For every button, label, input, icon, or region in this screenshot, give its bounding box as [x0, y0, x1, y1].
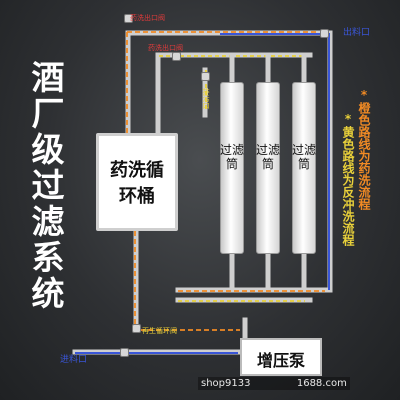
shop-watermark: shop9133 1688.com	[198, 377, 350, 390]
title-char: 级	[31, 130, 65, 169]
title-char: 过	[31, 166, 65, 205]
tank-label-line1: 药洗循	[110, 160, 164, 181]
pump-label: 增压泵	[256, 351, 305, 370]
title-char: 酒	[31, 58, 65, 97]
footer-start: shop9133	[201, 378, 251, 389]
tank-label-line2: 环桶	[119, 186, 155, 207]
note-yellow-backwash-route: *黄色路线为反冲洗流程	[341, 112, 355, 246]
title-char: 厂	[31, 94, 65, 133]
filter-cartridge-2: 过滤筒	[256, 82, 280, 254]
footer-tail: 1688.com	[296, 378, 347, 389]
wash-outlet-valve2-label: 药洗出口阀	[148, 44, 183, 52]
filter-label: 过滤筒	[256, 143, 281, 171]
wash-outlet-valve2-icon	[172, 52, 181, 61]
title-char: 统	[31, 274, 65, 313]
drain-label: 排污口	[202, 88, 210, 109]
booster-pump: 增压泵	[240, 338, 322, 376]
inlet-label: 进料口	[60, 355, 88, 365]
outlet-label: 出料口	[343, 28, 371, 38]
regen-valve-icon	[132, 324, 141, 333]
drain-valve-icon	[201, 72, 210, 81]
filter-cartridge-3: 过滤筒	[292, 82, 316, 254]
filter-label: 过滤筒	[220, 143, 245, 171]
title-char: 滤	[31, 202, 65, 241]
title-char: 系	[31, 238, 65, 277]
note-orange-wash-route: *橙色路线为药洗流程	[357, 88, 371, 210]
wash-circulation-tank: 药洗循 环桶	[96, 133, 178, 231]
system-title: 酒 厂 级 过 滤 系 统	[30, 60, 66, 312]
filter-label: 过滤筒	[292, 143, 317, 171]
tank-label: 药洗循 环桶	[99, 158, 175, 210]
inlet-valve-icon	[120, 348, 129, 357]
wash-outlet-valve-label: 药洗出口阀	[130, 14, 165, 22]
outlet-valve-icon	[320, 29, 329, 38]
filter-cartridge-1: 过滤筒	[220, 82, 244, 254]
regen-valve-label: 再生循环阀	[142, 327, 177, 335]
wash-outlet-valve-icon	[124, 14, 133, 23]
